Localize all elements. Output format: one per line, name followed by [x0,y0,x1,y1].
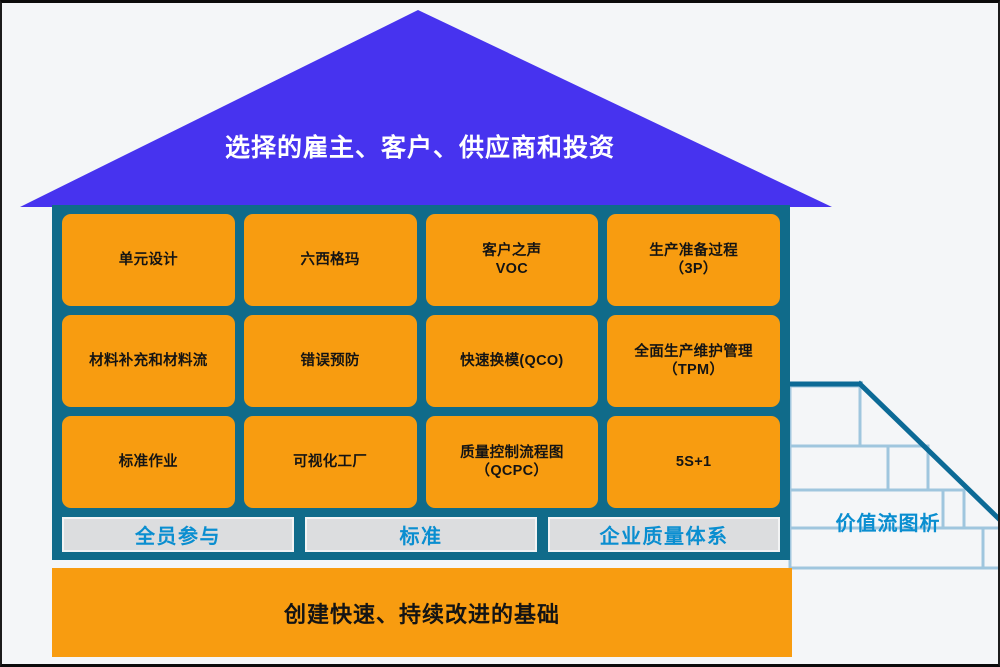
pillar-box[interactable]: 客户之声 VOC [425,214,599,306]
pillar-box[interactable]: 全面生产维护管理 （TPM） [607,315,780,407]
stairs-shape [788,380,1000,570]
pillar-line2: VOC [495,261,529,277]
pillar-box[interactable]: 错误预防 [243,315,417,407]
pillar-box[interactable]: 可视化工厂 [243,416,417,508]
base-box[interactable]: 全员参与 [62,517,294,552]
house-wall: 单元设计 六西格玛 客户之声 VOC 生产准备过程 （3P） 材料补充和材料流 … [52,205,790,560]
pillar-line1: 材料补充和材料流 [89,352,208,369]
pillar-line1: 5S+1 [675,453,712,470]
pillar-box[interactable]: 标准作业 [62,416,235,508]
pillar-line1: 标准作业 [118,453,178,470]
pillar-line1: 可视化工厂 [293,453,368,470]
pillar-line1: 错误预防 [300,352,360,369]
pillar-box[interactable]: 5S+1 [607,416,780,508]
base-box[interactable]: 企业质量体系 [548,517,780,552]
pillar-box[interactable]: 单元设计 [62,214,235,306]
base-box[interactable]: 标准 [305,517,537,552]
pillar-line1: 全面生产维护管理 [634,343,753,360]
pillar-line1: 单元设计 [118,251,178,268]
pillar-box[interactable]: 生产准备过程 （3P） [607,214,780,306]
pillar-line1: 生产准备过程 [649,242,739,259]
base-box-label: 企业质量体系 [599,526,729,548]
pillar-line1: 快速换模(QCO) [460,352,564,369]
pillar-box[interactable]: 质量控制流程图 （QCPC） [425,416,599,508]
pillar-grid: 单元设计 六西格玛 客户之声 VOC 生产准备过程 （3P） 材料补充和材料流 … [62,214,780,508]
base-box-label: 标准 [399,526,443,548]
base-row: 全员参与 标准 企业质量体系 [62,517,780,552]
foundation-bar[interactable]: 创建快速、持续改进的基础 [52,568,792,657]
pillar-line1: 质量控制流程图 [460,444,564,461]
base-box-label: 全员参与 [135,526,221,548]
pillar-line1: 客户之声 [482,242,542,259]
pillar-line2: （3P） [669,261,718,277]
pillar-box[interactable]: 材料补充和材料流 [62,315,235,407]
roof-shape [20,10,832,207]
foundation-label: 创建快速、持续改进的基础 [283,601,560,627]
pillar-line2: （TPM） [663,362,725,378]
pillar-box[interactable]: 六西格玛 [243,214,417,306]
pillar-line1: 六西格玛 [300,251,360,268]
pillar-line2: （QCPC） [475,463,549,479]
pillar-box[interactable]: 快速换模(QCO) [425,315,599,407]
